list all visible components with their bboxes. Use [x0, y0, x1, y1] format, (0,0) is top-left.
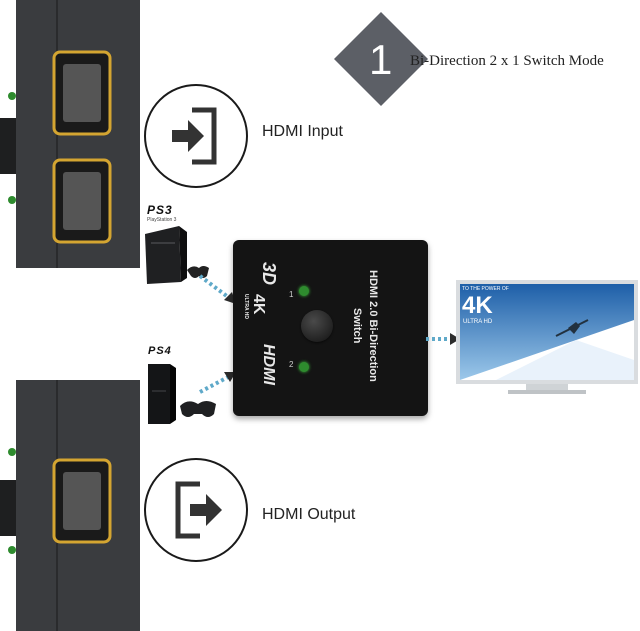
- logo-4k: 4K: [250, 294, 267, 315]
- port-2-number: 2: [289, 360, 294, 369]
- switch-model-line1: HDMI 2.0 Bi-Direction: [367, 270, 379, 382]
- ps3-console-image: [145, 226, 209, 284]
- mode-title: Bi-Direction 2 x 1 Switch Mode: [410, 53, 604, 69]
- input-port-panel: [0, 0, 140, 268]
- hdmi-output-label: HDMI Output: [262, 506, 356, 523]
- mode-number: 1: [369, 36, 393, 83]
- logo-hdmi: HDMI: [260, 344, 277, 385]
- hdmi-switch-box: HDMI 2.0 Bi-Direction Switch 3D 4K ULTRA…: [233, 240, 428, 416]
- hdmi-input-label: HDMI Input: [262, 123, 343, 140]
- output-signal-arrow: [426, 333, 460, 345]
- input-icon: [144, 84, 248, 188]
- port-1-number: 1: [289, 290, 294, 299]
- tv-tagline: TO THE POWER OF: [462, 286, 509, 292]
- switch-model-line2: Switch: [351, 308, 363, 344]
- tv-ultra-hd-text: ULTRA HD: [463, 319, 493, 325]
- tv-4k-text: 4K: [462, 292, 493, 319]
- ps4-console-image: [148, 364, 216, 424]
- logo-4k-subtitle: ULTRA HD: [243, 294, 249, 319]
- output-port-panel: [0, 380, 140, 631]
- logo-3d: 3D: [259, 262, 279, 286]
- port-1-led: [299, 286, 309, 296]
- ps3-logo: PS3: [147, 203, 173, 217]
- ps4-logo: PS4: [148, 345, 172, 357]
- select-button[interactable]: [301, 310, 333, 342]
- output-icon: [144, 458, 248, 562]
- port-2-led: [299, 362, 309, 372]
- mode-number-diamond: [334, 12, 428, 106]
- tv-image: [456, 280, 638, 394]
- ps3-logo-subtitle: PlayStation 3: [147, 217, 177, 223]
